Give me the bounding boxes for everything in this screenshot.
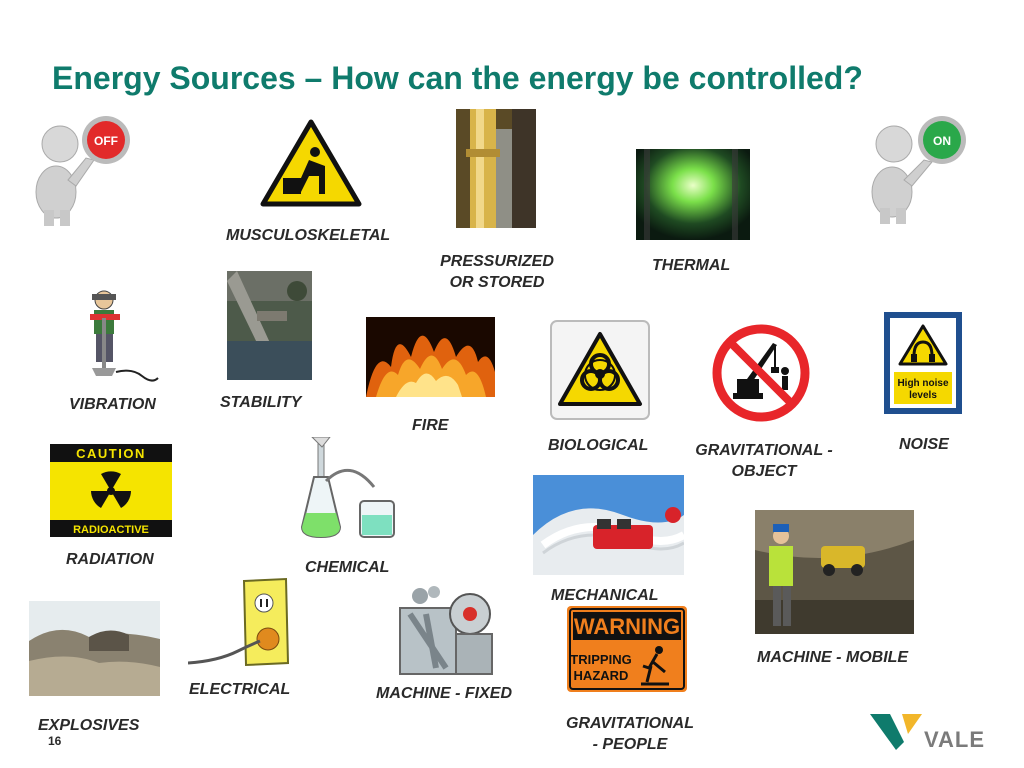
page-number: 16	[48, 734, 62, 748]
label-pressurized-line1: PRESSURIZED	[440, 253, 554, 270]
electrical-outlet-illustration	[188, 577, 294, 669]
tripping-text: TRIPPING	[570, 652, 631, 667]
label-gravitational-people-line1: GRAVITATIONAL	[566, 715, 694, 732]
machine-mobile-photo	[755, 510, 914, 634]
machine-fixed-illustration	[396, 584, 500, 682]
hazard-text: HAZARD	[574, 668, 629, 683]
noise-sign-text-1: High noise	[897, 378, 949, 389]
tripping-hazard-sign: WARNING TRIPPING HAZARD	[567, 606, 687, 692]
label-explosives: EXPLOSIVES	[38, 717, 140, 734]
off-text: OFF	[94, 134, 118, 148]
thermal-photo	[636, 149, 750, 240]
biohazard-icon	[550, 320, 650, 420]
noise-sign: High noise levels	[884, 312, 962, 414]
label-biological: BIOLOGICAL	[548, 437, 649, 454]
label-gravitational-object-line1: GRAVITATIONAL -	[695, 442, 833, 459]
on-button-figure: ON	[860, 104, 986, 230]
label-stability: STABILITY	[220, 394, 302, 411]
caution-text: CAUTION	[76, 446, 146, 461]
label-pressurized: PRESSURIZED OR STORED	[434, 251, 560, 293]
explosives-photo	[29, 601, 160, 696]
label-gravitational-object: GRAVITATIONAL - OBJECT	[690, 440, 838, 482]
label-fire: FIRE	[412, 417, 449, 434]
label-thermal: THERMAL	[652, 257, 731, 274]
vale-logo-icon	[868, 712, 924, 752]
warning-text: WARNING	[574, 614, 680, 639]
label-gravitational-people: GRAVITATIONAL - PEOPLE	[562, 713, 698, 755]
label-gravitational-object-line2: OBJECT	[731, 463, 797, 480]
label-chemical: CHEMICAL	[305, 559, 390, 576]
label-musculoskeletal: MUSCULOSKELETAL	[226, 227, 391, 244]
label-mechanical: MECHANICAL	[551, 587, 659, 604]
label-radiation: RADIATION	[66, 551, 154, 568]
mechanical-photo	[533, 475, 684, 575]
musculoskeletal-warning-icon	[257, 116, 365, 214]
vibration-illustration	[72, 288, 160, 384]
radioactive-text: RADIOACTIVE	[73, 524, 149, 536]
no-crane-zone-icon	[711, 323, 811, 423]
label-gravitational-people-line2: - PEOPLE	[592, 736, 668, 753]
label-pressurized-line2: OR STORED	[449, 274, 545, 291]
fire-photo	[366, 317, 495, 397]
slide-title: Energy Sources – How can the energy be c…	[52, 60, 863, 96]
noise-sign-text-2: levels	[909, 390, 937, 401]
radiation-caution-sign: CAUTION RADIOACTIVE	[50, 444, 172, 537]
stability-photo	[227, 271, 312, 380]
vale-logo-text: VALE	[924, 727, 986, 752]
chemical-flasks-illustration	[300, 437, 404, 541]
off-button-figure: OFF	[24, 110, 136, 228]
label-machine-fixed: MACHINE - FIXED	[376, 685, 512, 702]
label-noise: NOISE	[899, 436, 949, 453]
label-electrical: ELECTRICAL	[189, 681, 291, 698]
label-vibration: VIBRATION	[69, 396, 156, 413]
pressurized-photo	[456, 109, 536, 228]
label-machine-mobile: MACHINE - MOBILE	[757, 649, 909, 666]
on-text: ON	[933, 134, 951, 148]
